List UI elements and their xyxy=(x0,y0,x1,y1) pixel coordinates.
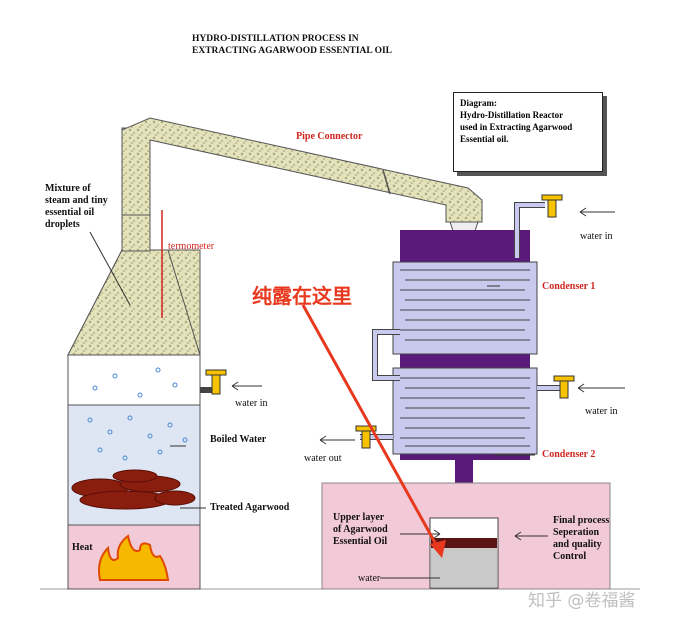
water-in-right-label: water in xyxy=(585,406,618,417)
diagram-caption-box: Diagram: Hydro-Distillation Reactor used… xyxy=(453,92,603,172)
fire-icon xyxy=(98,534,170,581)
hydrosol-annotation: 纯露在这里 xyxy=(252,284,352,308)
drain-pipe xyxy=(455,460,473,488)
boiled-water-label: Boiled Water xyxy=(210,434,267,445)
treated-agarwood-label: Treated Agarwood xyxy=(210,502,290,513)
condenser1-coil xyxy=(392,261,538,355)
pipe-connector xyxy=(121,117,483,223)
pipe-connector-label: Pipe Connector xyxy=(296,131,363,142)
watermark: 知乎 @卷福酱 xyxy=(528,591,636,611)
water-out-label: water out xyxy=(304,453,342,464)
diagram-title: HYDRO-DISTILLATION PROCESS IN EXTRACTING… xyxy=(192,34,393,56)
water-in-left-label: water in xyxy=(235,398,268,409)
condenser2-coil xyxy=(392,367,538,455)
heat-label: Heat xyxy=(72,542,93,553)
water-in-top-label: water in xyxy=(580,231,613,242)
boiler-upper xyxy=(67,354,201,406)
agarwood-pile xyxy=(71,469,196,510)
condenser1-label: Condenser 1 xyxy=(542,281,596,292)
thermometer-label: termometer xyxy=(168,241,215,252)
condenser1-coil-lines xyxy=(400,269,530,341)
flow-arrows xyxy=(89,207,625,579)
pipe-joint xyxy=(382,169,391,195)
water-label: water xyxy=(358,573,381,584)
boiler-neck xyxy=(121,214,151,252)
condenser2-coil-lines xyxy=(400,377,530,447)
condenser2-label: Condenser 2 xyxy=(542,449,596,460)
annotation-arrow xyxy=(301,304,446,558)
bubbles xyxy=(87,367,188,461)
oil-layer xyxy=(431,538,497,548)
